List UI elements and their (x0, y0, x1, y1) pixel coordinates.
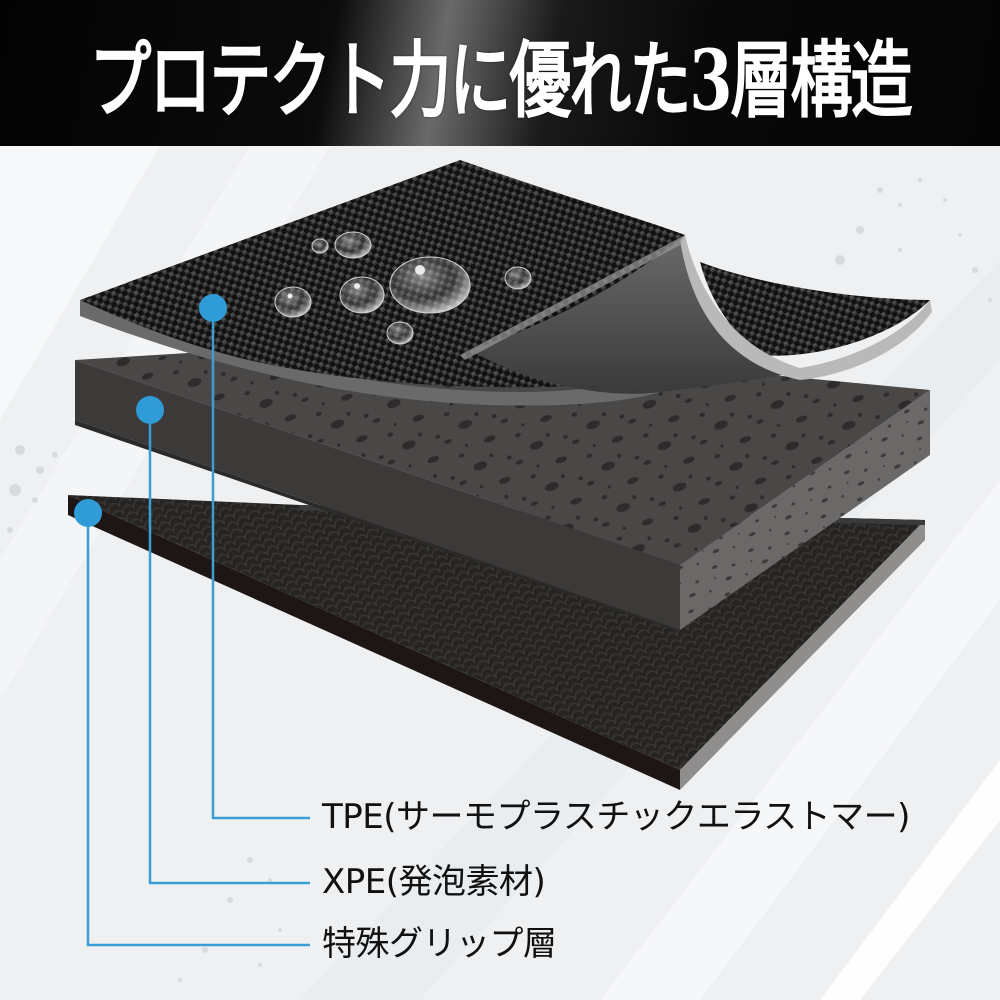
tpe-layer (80, 160, 932, 406)
tpe-callout-line (211, 308, 310, 820)
xpe-callout-line (148, 410, 310, 885)
tpe-marker-dot (199, 294, 227, 322)
water-droplets (274, 231, 532, 345)
callout-lines (86, 308, 310, 947)
grip-marker-dot (74, 499, 102, 527)
page-title: プロテクト力に優れた3層構造 (89, 31, 912, 130)
halftone-dots (7, 177, 992, 982)
callout-markers (74, 294, 227, 527)
xpe-layer (75, 340, 930, 632)
xpe-layer-label: XPE(発泡素材) (322, 862, 546, 902)
tpe-layer-label: TPE(サーモプラスチックエラストマー) (322, 797, 910, 837)
title-banner: プロテクト力に優れた3層構造 (0, 0, 1000, 146)
grip-callout-line (86, 513, 310, 947)
grip-layer-label: 特殊グリップ層 (322, 924, 557, 964)
xpe-marker-dot (136, 396, 164, 424)
